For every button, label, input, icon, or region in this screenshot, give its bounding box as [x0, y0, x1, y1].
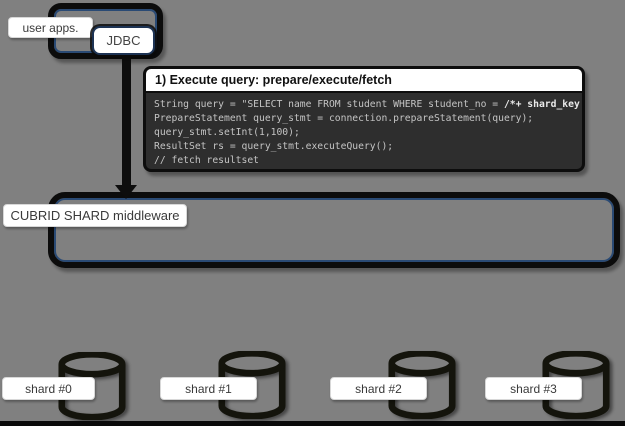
middleware-label-text: CUBRID SHARD middleware [10, 208, 180, 223]
middleware-container-box [48, 192, 620, 268]
bottom-edge-strip [0, 421, 625, 426]
flow-arrow-shaft [122, 54, 131, 188]
shard-3-label-text: shard #3 [510, 381, 557, 396]
code-line3: query_stmt.setInt(1,100); [154, 127, 300, 138]
callout-code-block: String query = "SELECT name FROM student… [146, 93, 582, 169]
shard-2-label: shard #2 [330, 377, 427, 400]
user-apps-label-text: user apps. [22, 20, 79, 35]
jdbc-label-text: JDBC [106, 33, 141, 48]
shard-0-label: shard #0 [2, 377, 95, 400]
code-shard-key-hint: /*+ shard_key */ [503, 99, 580, 110]
database-cylinder-icon [542, 351, 610, 419]
code-line4: ResultSet rs = query_stmt.executeQuery()… [154, 141, 394, 152]
user-apps-label: user apps. [8, 17, 93, 38]
shard-0-label-text: shard #0 [25, 381, 72, 396]
jdbc-box: JDBC [92, 26, 155, 55]
shard-1-label: shard #1 [160, 377, 257, 400]
shard-3-label: shard #3 [485, 377, 582, 400]
middleware-label: CUBRID SHARD middleware [3, 204, 187, 227]
code-line2: PrepareStatement query_stmt = connection… [154, 113, 534, 124]
database-cylinder-icon [58, 352, 126, 420]
shard-1-label-text: shard #1 [185, 381, 232, 396]
arrow-down-icon [115, 185, 137, 199]
code-line5: // fetch resultset [154, 155, 259, 166]
database-cylinder-icon [388, 351, 456, 419]
callout-title: 1) Execute query: prepare/execute/fetch [146, 69, 582, 93]
shard-2-label-text: shard #2 [355, 381, 402, 396]
code-line1-pre: String query = "SELECT name FROM student… [154, 99, 504, 110]
database-cylinder-icon [218, 351, 286, 419]
execute-query-callout: 1) Execute query: prepare/execute/fetch … [143, 66, 585, 172]
